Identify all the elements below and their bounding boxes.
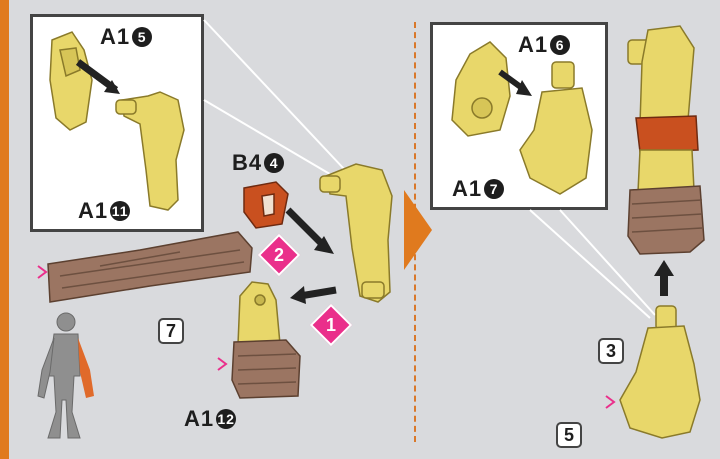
part-knee-joint (636, 116, 698, 152)
part-a1-12 (238, 282, 280, 344)
arrow-step-1 (300, 290, 336, 296)
part-a1-5 (50, 32, 92, 130)
part-a1-6 (452, 42, 510, 136)
next-step-arrow (404, 190, 432, 270)
part-leg-upper-right (628, 26, 694, 124)
part-leg-wrap-right (628, 186, 704, 254)
tag-5: 5 (556, 422, 582, 448)
part-upper-arm-center (320, 164, 392, 302)
arrow-up-right-head (654, 260, 674, 276)
marker-right-leg (606, 396, 614, 408)
tag-7: 7 (158, 318, 184, 344)
figure-arm-highlight (78, 338, 94, 398)
tag-3: 3 (598, 338, 624, 364)
marker-left-plank (38, 266, 46, 278)
arrow-step-1-head (290, 286, 306, 304)
part-b4-4 (244, 182, 288, 228)
part-a1-11 (116, 92, 184, 210)
marker-left-arm (218, 358, 226, 370)
part-a1-7 (520, 62, 592, 194)
arrow-step-2 (288, 210, 322, 244)
part-foot-right (620, 306, 700, 438)
part-leg-lower-right (638, 150, 694, 192)
figure-silhouette (38, 313, 80, 438)
part-lower-arm-wrap (232, 340, 300, 398)
wood-plank (48, 232, 252, 302)
